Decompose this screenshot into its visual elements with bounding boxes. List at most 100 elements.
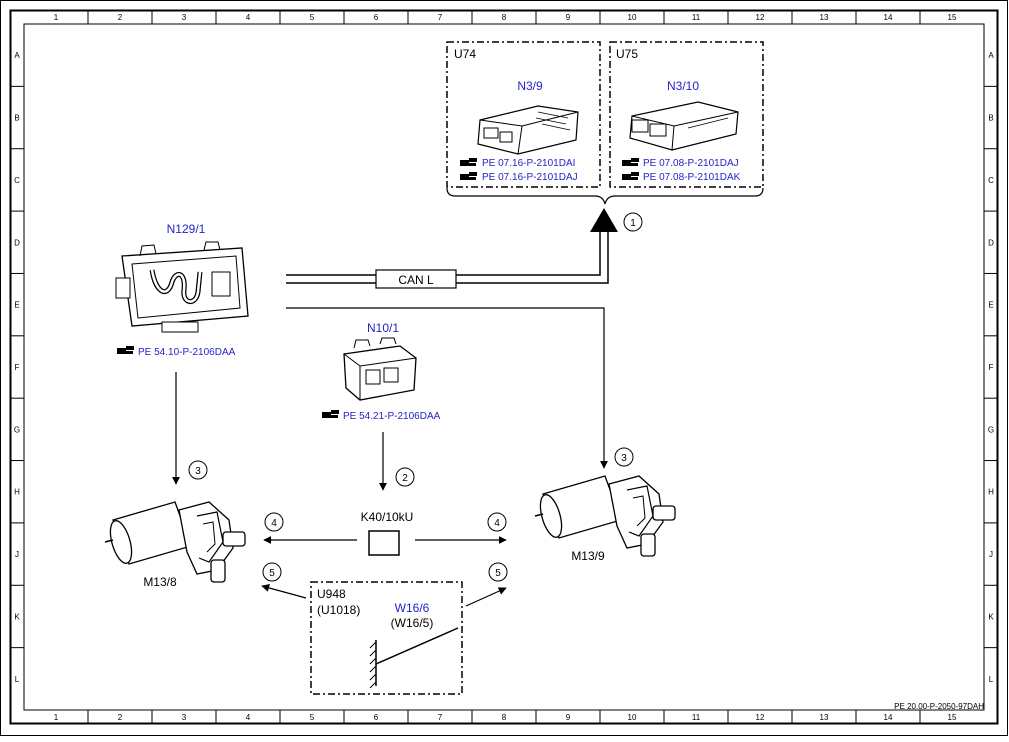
arrow-u948-to-m13-9 xyxy=(465,587,507,607)
row-label-right: L xyxy=(989,675,994,684)
row-label-left: A xyxy=(14,51,20,60)
column-label-bottom: 11 xyxy=(692,713,701,722)
column-label-bottom: 10 xyxy=(628,713,637,722)
column-label-bottom: 4 xyxy=(246,713,251,722)
marker-4-right: 4 xyxy=(487,512,507,532)
m13-9-label: M13/9 xyxy=(571,549,605,563)
column-label-top: 9 xyxy=(566,13,571,22)
marker-5-right: 5 xyxy=(488,562,508,582)
row-label-left: B xyxy=(14,114,19,123)
k40-10ku-relay: K40/10kU xyxy=(263,510,507,556)
marker-4-left: 4 xyxy=(264,512,284,532)
svg-text:1: 1 xyxy=(630,218,636,229)
u75-label: U75 xyxy=(616,47,638,61)
u75-ref-2[interactable]: PE 07.08-P-2101DAK xyxy=(643,172,741,183)
m13-8-label: M13/8 xyxy=(143,575,177,589)
column-label-top: 15 xyxy=(948,13,957,22)
column-label-top: 1 xyxy=(54,13,59,22)
column-label-top: 8 xyxy=(502,13,507,22)
marker-5-left: 5 xyxy=(262,562,282,582)
column-label-bottom: 13 xyxy=(820,713,829,722)
u74-control-unit-group: U74 N3/9 PE 07.16-P-2101DAI PE 07.16-P-2… xyxy=(446,41,601,188)
u75-control-unit-group: U75 N3/10 PE 07.08-P-2101DAJ PE 07.08-P-… xyxy=(609,41,764,188)
svg-text:5: 5 xyxy=(269,568,275,579)
row-label-left: H xyxy=(14,488,20,497)
marker-3-right: 3 xyxy=(614,447,634,467)
svg-text:5: 5 xyxy=(495,568,501,579)
w16-5-label: (W16/5) xyxy=(391,616,434,630)
n129-1-ref[interactable]: PE 54.10-P-2106DAA xyxy=(138,347,236,358)
column-label-top: 7 xyxy=(438,13,443,22)
n10-1-ref[interactable]: PE 54.21-P-2106DAA xyxy=(343,411,441,422)
svg-text:3: 3 xyxy=(621,453,627,464)
marker-2: 2 xyxy=(395,467,415,487)
column-label-bottom: 2 xyxy=(118,713,123,722)
row-label-left: L xyxy=(15,675,20,684)
svg-text:4: 4 xyxy=(494,518,500,529)
svg-text:2: 2 xyxy=(402,473,408,484)
n3-10-label: N3/10 xyxy=(667,79,699,93)
u1018-label: (U1018) xyxy=(317,603,360,617)
w16-6-label: W16/6 xyxy=(395,601,430,615)
svg-text:4: 4 xyxy=(271,518,277,529)
row-label-right: J xyxy=(989,550,993,559)
n129-1-component: N129/1 PE 54.10-P-2106DAA xyxy=(115,222,249,358)
column-label-bottom: 12 xyxy=(756,713,765,722)
column-label-bottom: 7 xyxy=(438,713,443,722)
control-unit-icon xyxy=(629,101,739,151)
arrow-n129-to-m13-9 xyxy=(286,307,608,469)
row-label-left: D xyxy=(14,238,20,247)
column-label-top: 14 xyxy=(884,13,893,22)
column-label-bottom: 15 xyxy=(948,713,957,722)
row-label-left: K xyxy=(14,612,20,621)
group-brace xyxy=(446,187,764,205)
row-label-right: D xyxy=(988,238,994,247)
row-label-right: K xyxy=(988,612,994,621)
row-label-left: E xyxy=(14,301,19,310)
relay-icon xyxy=(368,530,400,556)
frame-ruler: 1122334455667788991010111112121313141415… xyxy=(10,10,998,724)
n10-1-label: N10/1 xyxy=(367,321,399,335)
can-l-label: CAN L xyxy=(398,273,434,287)
row-label-right: E xyxy=(988,301,993,310)
u75-ref-1[interactable]: PE 07.08-P-2101DAJ xyxy=(643,158,739,169)
column-label-top: 3 xyxy=(182,13,187,22)
marker-3-left: 3 xyxy=(188,460,208,480)
row-label-right: B xyxy=(988,114,993,123)
column-label-bottom: 6 xyxy=(374,713,379,722)
row-label-left: F xyxy=(15,363,20,372)
marker-1: 1 xyxy=(623,212,643,232)
row-label-left: C xyxy=(14,176,20,185)
column-label-bottom: 1 xyxy=(54,713,59,722)
relay-module-icon xyxy=(343,337,417,401)
column-label-top: 11 xyxy=(692,13,701,22)
row-label-left: G xyxy=(14,425,20,434)
row-label-right: C xyxy=(988,176,994,185)
column-label-bottom: 5 xyxy=(310,713,315,722)
row-label-right: A xyxy=(988,51,994,60)
column-label-top: 4 xyxy=(246,13,251,22)
column-label-top: 12 xyxy=(756,13,765,22)
column-label-bottom: 9 xyxy=(566,713,571,722)
k40-label: K40/10kU xyxy=(361,510,414,524)
column-label-top: 2 xyxy=(118,13,123,22)
row-label-right: F xyxy=(989,363,994,372)
u74-ref-2[interactable]: PE 07.16-P-2101DAJ xyxy=(482,172,578,183)
document-id: PE 20.00-P-2050-97DAH xyxy=(894,702,984,711)
u74-label: U74 xyxy=(454,47,476,61)
m13-8-pump: M13/8 xyxy=(104,501,246,589)
column-label-bottom: 14 xyxy=(884,713,893,722)
row-label-left: J xyxy=(15,550,19,559)
u948-label: U948 xyxy=(317,587,346,601)
arrow-u948-to-m13-8 xyxy=(261,584,307,599)
column-label-top: 13 xyxy=(820,13,829,22)
u74-ref-1[interactable]: PE 07.16-P-2101DAI xyxy=(482,158,575,169)
row-label-right: G xyxy=(988,425,994,434)
m13-9-pump: M13/9 xyxy=(534,475,676,563)
column-label-bottom: 3 xyxy=(182,713,187,722)
control-unit-icon xyxy=(477,105,579,155)
ground-symbol-icon xyxy=(369,627,459,689)
column-label-top: 6 xyxy=(374,13,379,22)
